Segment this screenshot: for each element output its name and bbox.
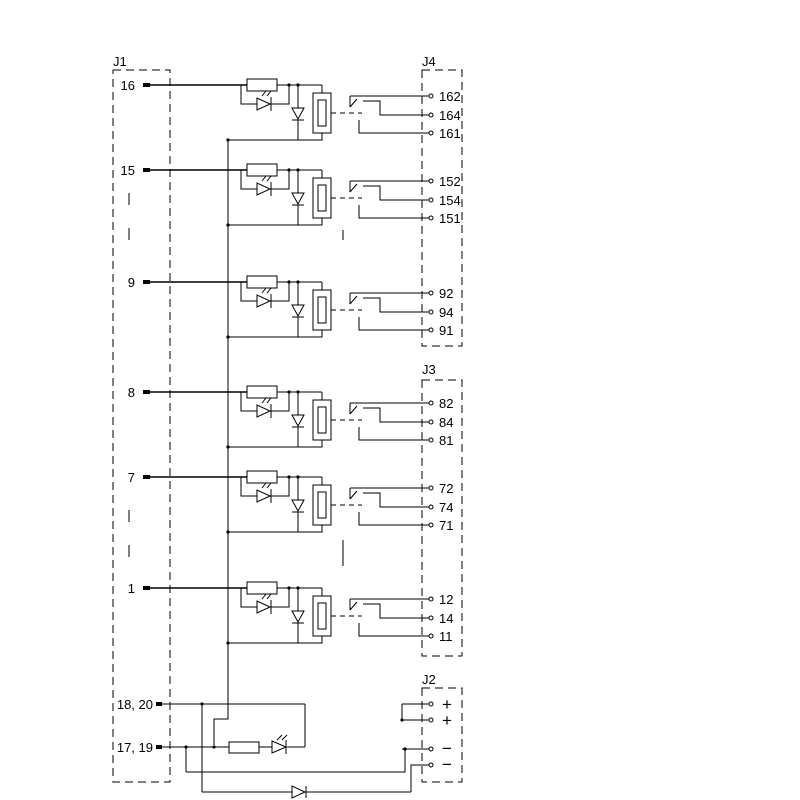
resistor: [246, 78, 278, 92]
output-terminal-label: 162: [439, 89, 461, 104]
input-pin: [143, 168, 150, 172]
j2-plus-2: +: [442, 711, 452, 730]
output-terminal-label: 14: [439, 611, 453, 626]
output-terminal-label: 92: [439, 286, 453, 301]
j2-minus-1: −: [442, 739, 452, 758]
input-pin: [143, 475, 150, 479]
j2-minus-2: −: [442, 755, 452, 774]
power-led: [271, 734, 288, 754]
output-terminal-label: 164: [439, 108, 461, 123]
output-terminal-label: 11: [439, 629, 453, 644]
connector-j1-label: J1: [113, 54, 127, 69]
led-icon: [256, 175, 272, 196]
output-terminal-label: 74: [439, 500, 453, 515]
connector-j4-label: J4: [422, 54, 436, 69]
input-pin: [143, 83, 150, 87]
output-terminal-label: 161: [439, 126, 461, 141]
negative-pin-label: 17, 19: [117, 740, 153, 755]
input-pin-label: 1: [128, 581, 135, 596]
freewheel-diode: [291, 499, 305, 513]
output-terminal-label: 152: [439, 174, 461, 189]
led-icon: [256, 90, 272, 111]
freewheel-diode: [291, 610, 305, 624]
output-terminal-label: 71: [439, 518, 453, 533]
output-terminal-label: 94: [439, 305, 453, 320]
led-icon: [256, 287, 272, 308]
input-pin: [143, 280, 150, 284]
continuation-marks: [128, 193, 344, 566]
freewheel-diode: [291, 414, 305, 428]
freewheel-diode: [291, 107, 305, 121]
positive-pin-label: 18, 20: [117, 697, 153, 712]
input-pin-label: 9: [128, 275, 135, 290]
led-icon: [256, 593, 272, 614]
resistor: [246, 275, 278, 289]
connector-j2-outline: [421, 687, 463, 783]
output-terminal-label: 12: [439, 592, 453, 607]
input-pin-label: 16: [121, 78, 135, 93]
input-pin: [143, 390, 150, 394]
output-terminal-label: 154: [439, 193, 461, 208]
resistor: [246, 163, 278, 177]
power-resistor: [228, 741, 260, 754]
output-terminal-label: 82: [439, 396, 453, 411]
connector-j1-outline: [112, 69, 171, 783]
resistor: [246, 385, 278, 399]
resistor: [246, 470, 278, 484]
input-pin-label: 7: [128, 470, 135, 485]
power-diode: [291, 785, 307, 799]
freewheel-diode: [291, 304, 305, 318]
input-pin: [143, 586, 150, 590]
relay-channel: 152 154 151 15: [121, 163, 461, 227]
resistor: [246, 581, 278, 595]
freewheel-diode: [291, 192, 305, 206]
bus-to-positive: [213, 140, 229, 745]
relay-channel: 162 164 161 16: [121, 78, 461, 142]
relay-channel: 82 84 81 8: [128, 385, 453, 449]
output-terminal-label: 72: [439, 481, 453, 496]
led-icon: [256, 397, 272, 418]
connector-j4-outline: [421, 69, 463, 347]
output-terminal-label: 91: [439, 323, 453, 338]
j2-plus-1: +: [442, 695, 452, 714]
connector-j3-outline: [421, 379, 463, 657]
connector-j2-label: J2: [422, 672, 436, 687]
relay-channel: 92 94 91 9: [128, 275, 453, 339]
input-pin-label: 8: [128, 385, 135, 400]
output-terminal-label: 151: [439, 211, 461, 226]
input-pin-label: 15: [121, 163, 135, 178]
relay-channel: 72 74 71 7: [128, 470, 453, 534]
led-icon: [256, 482, 272, 503]
output-terminal-label: 84: [439, 415, 453, 430]
connector-j3-label: J3: [422, 362, 436, 377]
output-terminal-label: 81: [439, 433, 453, 448]
